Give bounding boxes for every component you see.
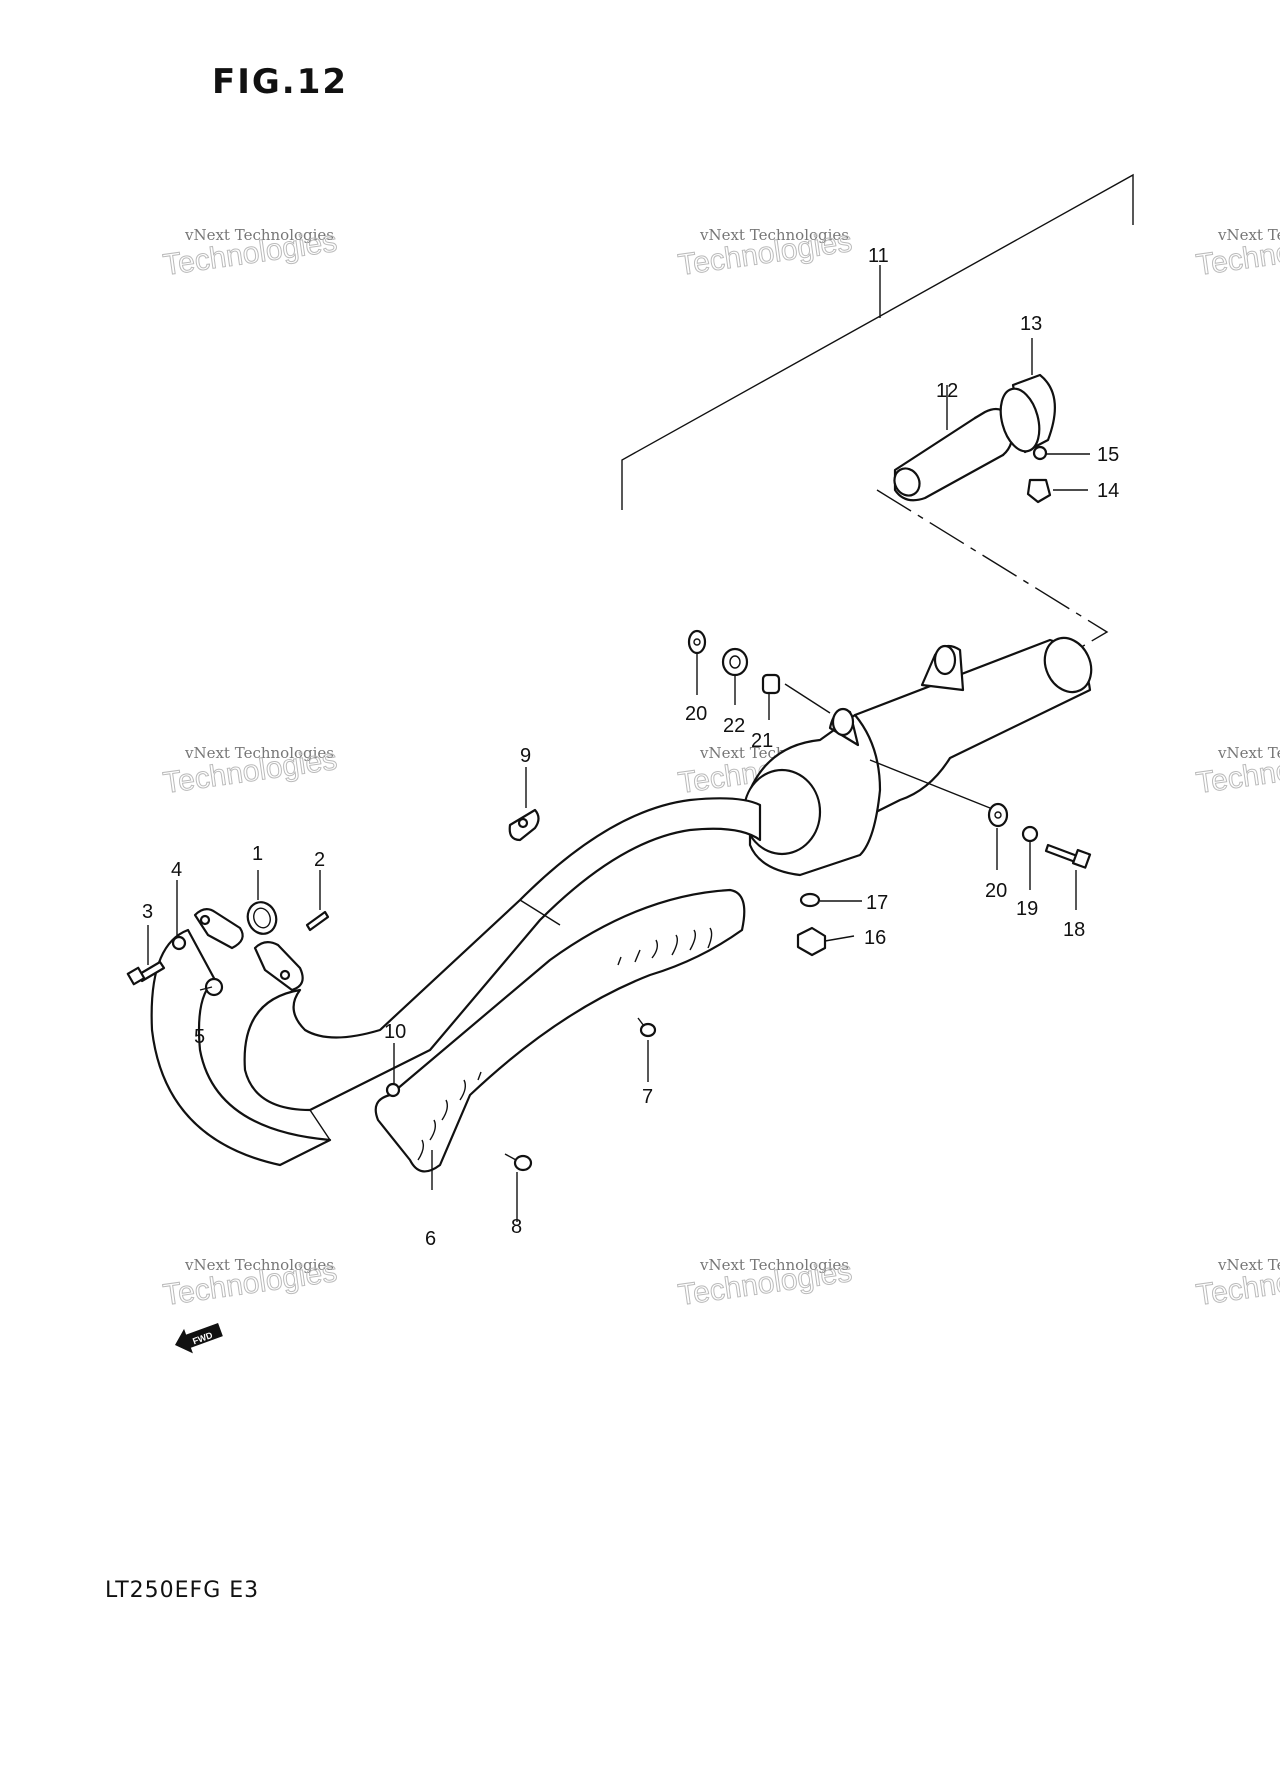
callout-20-right: 20 (985, 880, 1007, 902)
screw-8 (504, 1153, 533, 1172)
watermark-text: vNext Technologies (1217, 744, 1280, 762)
nut-4 (171, 935, 187, 951)
callout-20-top: 20 (685, 703, 707, 725)
watermark-text: vNext Technologies (184, 226, 334, 244)
callout-15: 15 (1097, 444, 1119, 466)
grommet-22 (721, 647, 749, 677)
callout-21: 21 (751, 730, 773, 752)
callout-1: 1 (252, 843, 263, 865)
screw-7 (637, 1017, 657, 1038)
callout-17: 17 (866, 892, 888, 914)
callout-14: 14 (1097, 480, 1119, 502)
callout-10: 10 (384, 1021, 406, 1043)
leader-lines (147, 338, 1090, 1222)
watermark-text: vNext Technologies (184, 744, 334, 762)
exhaust-pipes (150, 797, 762, 1167)
bolt-3 (126, 960, 166, 986)
callout-22: 22 (723, 715, 745, 737)
callout-11: 11 (868, 245, 889, 267)
watermark-group: vNext Technologies Technologies vNext Te… (161, 225, 1280, 1313)
gasket (246, 901, 278, 935)
nut-16 (796, 926, 827, 957)
callout-2: 2 (314, 849, 325, 871)
muffler (742, 636, 1093, 877)
callout-7: 7 (642, 1086, 653, 1108)
callout-13: 13 (1020, 313, 1042, 335)
washer-17 (799, 892, 821, 908)
watermark-text: vNext Technologies (699, 1256, 849, 1274)
callout-16: 16 (864, 927, 886, 949)
washer-20-top (687, 629, 707, 655)
watermark-text: vNext Technologies (1217, 1256, 1280, 1274)
figure-title: FIG.12 (212, 62, 349, 102)
watermark-text: vNext Technologies (1217, 226, 1280, 244)
callout-19: 19 (1016, 898, 1038, 920)
tail-pipe-12 (893, 407, 1014, 502)
callout-labels: 1 2 3 4 5 6 7 8 9 10 11 12 13 14 15 16 1… (142, 245, 1119, 1250)
stud-bolt (305, 910, 330, 932)
flange-front (193, 908, 304, 992)
bolt-18 (1044, 843, 1092, 869)
heat-shield (374, 888, 746, 1173)
callout-12: 12 (936, 380, 958, 402)
watermark-text: vNext Technologies (699, 226, 849, 244)
callout-3: 3 (142, 901, 153, 923)
washer-10 (385, 1082, 401, 1098)
model-code: LT250EFG E3 (105, 1578, 260, 1603)
callout-18: 18 (1063, 919, 1085, 941)
callout-4: 4 (171, 859, 182, 881)
washer-15 (1032, 445, 1048, 461)
nut-19 (1021, 825, 1039, 843)
bracket-9 (508, 808, 540, 842)
fwd-arrow-icon: FWD (175, 1322, 223, 1354)
callout-6: 6 (425, 1228, 436, 1250)
cap-13 (999, 373, 1056, 454)
screw-14 (1026, 478, 1052, 504)
callout-9: 9 (520, 745, 531, 767)
washer-20-right (987, 802, 1009, 828)
collar-21 (761, 673, 781, 695)
callout-8: 8 (511, 1216, 522, 1238)
callout-5: 5 (194, 1026, 205, 1048)
watermark-text: vNext Technologies (184, 1256, 334, 1274)
nut-5 (204, 977, 224, 997)
